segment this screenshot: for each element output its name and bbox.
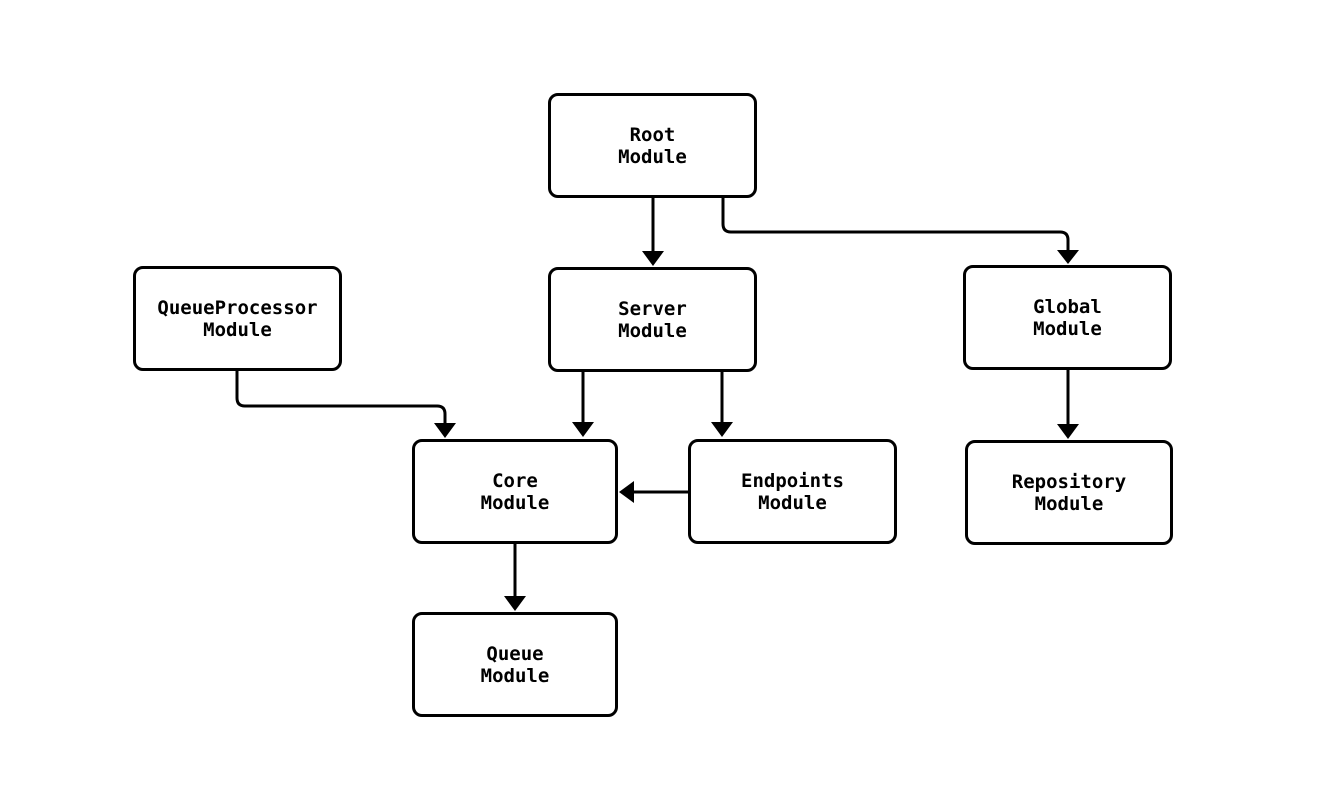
node-label-line: Endpoints (741, 469, 844, 492)
node-label-line: Root (629, 123, 676, 146)
node-label-line: Module (618, 319, 687, 342)
edge-endpoints-to-core (619, 481, 688, 503)
node-root-module: Root Module (548, 93, 757, 198)
node-repository-module: Repository Module (965, 440, 1173, 545)
edge-server-to-core (572, 372, 594, 437)
edge-server-to-endpoints (711, 372, 733, 437)
edge-root-to-global (721, 198, 1079, 264)
node-label-line: Module (480, 664, 550, 687)
node-label-line: Module (480, 491, 550, 514)
node-endpoints-module: Endpoints Module (688, 439, 897, 544)
edge-root-to-server (642, 198, 664, 266)
node-label-line: Queue (486, 642, 544, 665)
node-label-line: Module (618, 145, 687, 168)
edge-core-to-queue (504, 544, 526, 611)
node-label-line: Module (1033, 317, 1102, 340)
node-core-module: Core Module (412, 439, 618, 544)
node-queueprocessor-module: QueueProcessor Module (133, 266, 342, 371)
node-label-line: Repository (1011, 470, 1127, 493)
node-label-line: QueueProcessor (157, 296, 318, 319)
edge-queueprocessor-to-core (235, 371, 456, 438)
node-label-line: Module (203, 318, 272, 341)
node-server-module: Server Module (548, 267, 757, 372)
node-label-line: Module (1034, 492, 1104, 515)
node-label-line: Module (758, 491, 827, 514)
node-queue-module: Queue Module (412, 612, 618, 717)
node-global-module: Global Module (963, 265, 1172, 370)
node-label-line: Server (618, 297, 687, 320)
node-label-line: Core (492, 469, 538, 492)
node-label-line: Global (1033, 295, 1102, 318)
edge-global-to-repository (1057, 370, 1079, 439)
